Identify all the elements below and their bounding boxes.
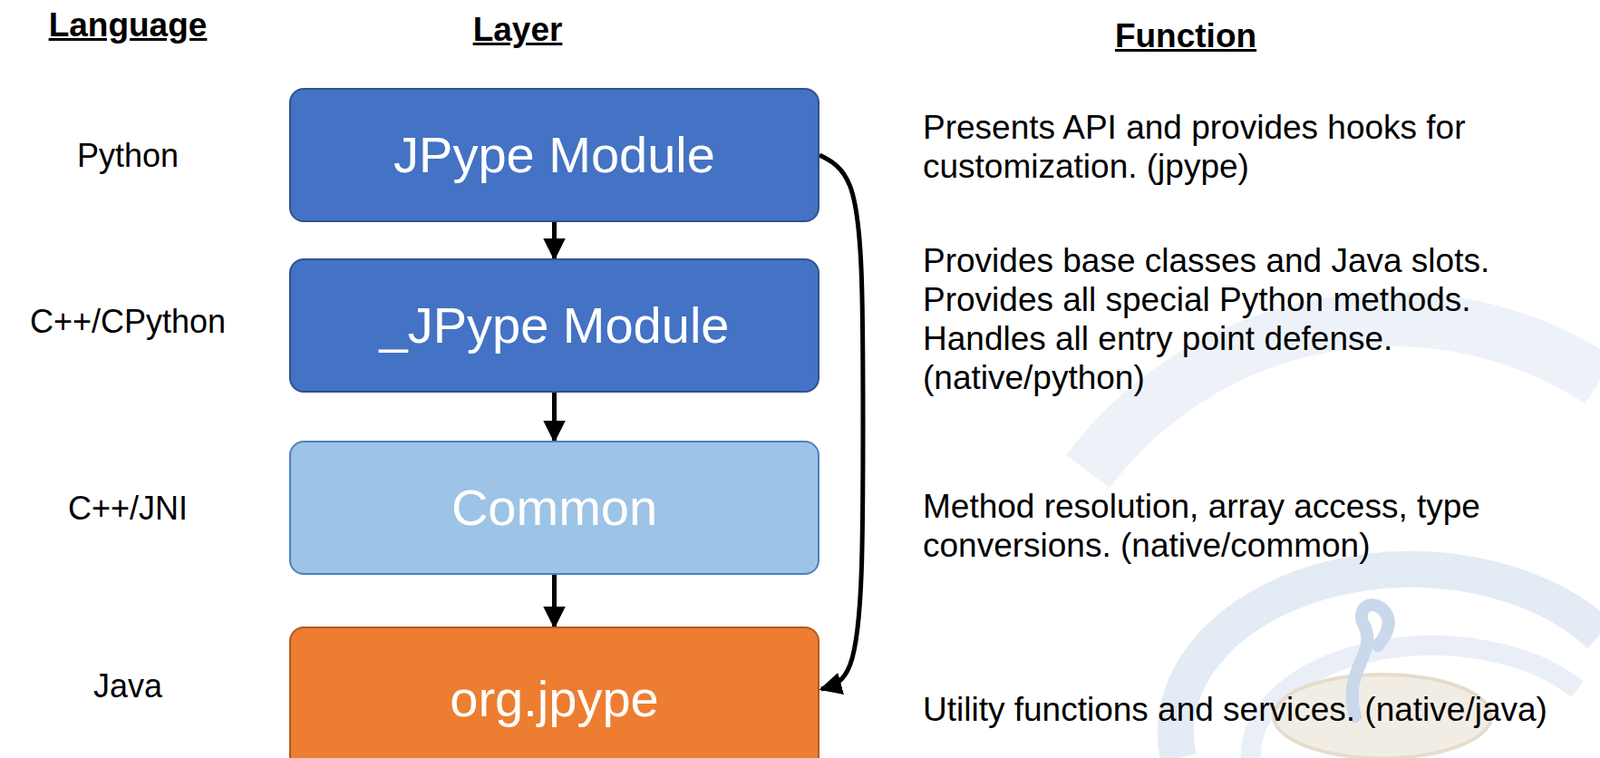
arrow-connector [819, 155, 864, 689]
function-description: Provides base classes and Java slots. Pr… [922, 241, 1590, 398]
language-label: C++/CPython [29, 302, 226, 341]
arrow-connector [552, 574, 557, 627]
column-header: Function [1115, 17, 1257, 56]
language-label: C++/JNI [67, 489, 188, 528]
function-description: Presents API and provides hooks for cust… [922, 107, 1590, 186]
arrow-connector [552, 222, 557, 259]
function-description: Method resolution, array access, type co… [922, 486, 1590, 565]
layer-name: JPype Module [393, 126, 716, 184]
layer-name: _JPype Module [378, 297, 729, 354]
layer-box: _JPype Module [289, 258, 820, 393]
layer-box: Common [289, 440, 820, 575]
column-header: Layer [473, 10, 563, 49]
layer-box: org.jpype [289, 626, 820, 758]
layer-name: org.jpype [449, 670, 659, 728]
language-label: Python [77, 136, 179, 175]
layer-box: JPype Module [289, 87, 820, 223]
function-description: Utility functions and services. (native/… [922, 689, 1590, 729]
arrow-connector [552, 392, 557, 441]
language-label: Java [93, 667, 163, 706]
column-header: Language [48, 6, 208, 45]
layer-name: Common [451, 479, 658, 536]
